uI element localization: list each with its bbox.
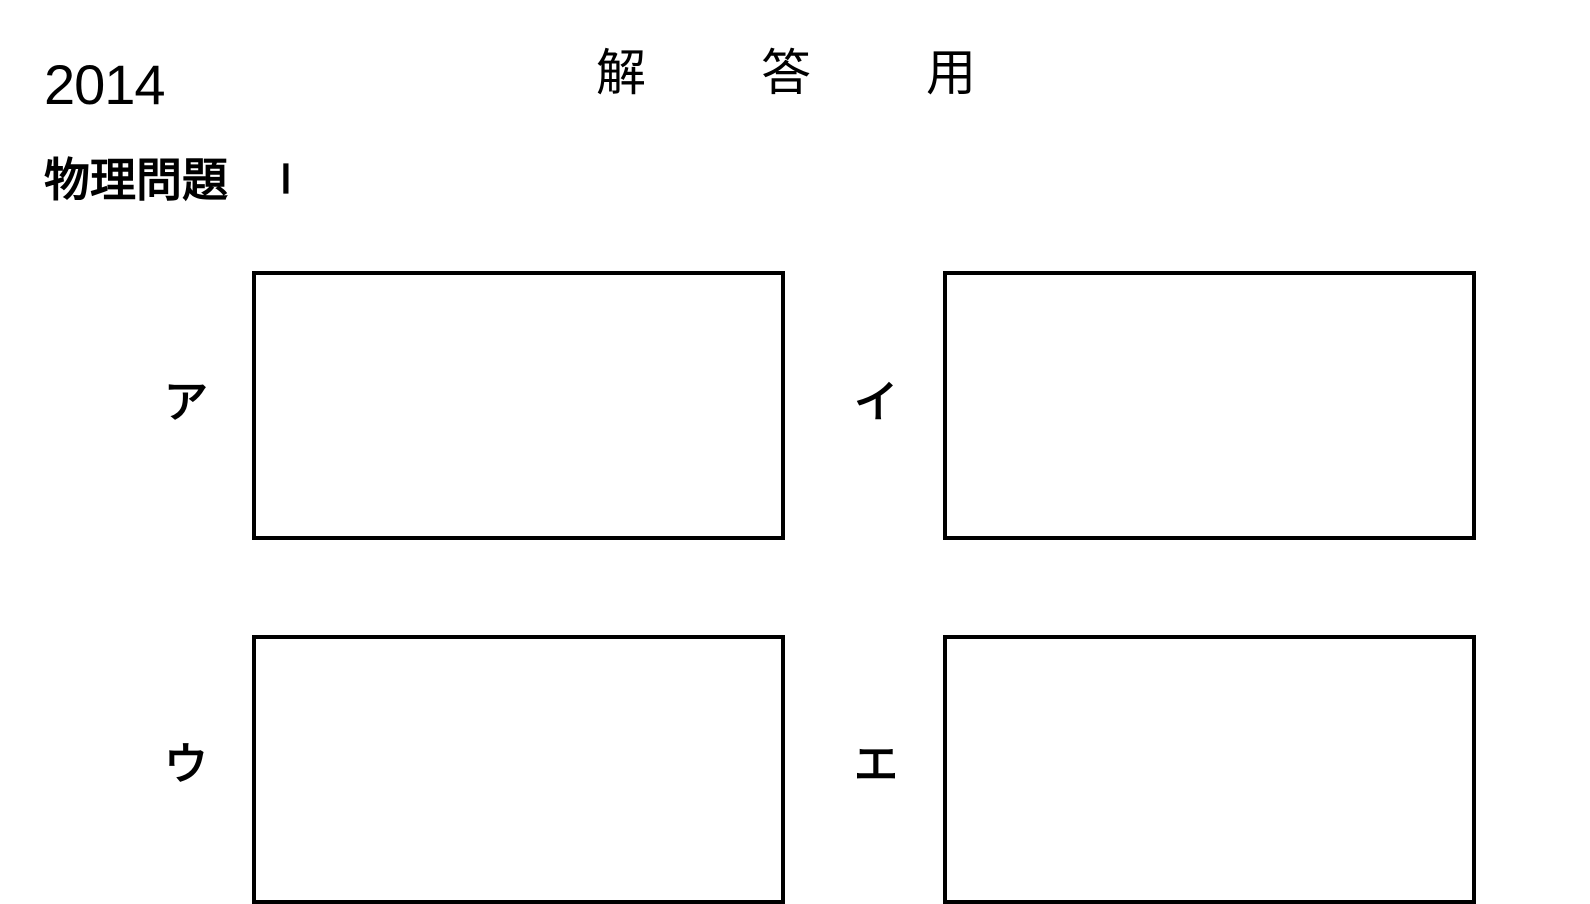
exam-year: 2014: [44, 53, 166, 116]
subject-name: 物理問題: [44, 153, 228, 207]
answer-box-u[interactable]: [252, 635, 785, 904]
answer-label-u: ウ: [164, 739, 208, 790]
section-heading: 物理問題 Ⅰ: [44, 150, 292, 210]
page-title: 解 答 用: [596, 40, 976, 106]
answer-box-e[interactable]: [943, 635, 1476, 904]
answer-box-i[interactable]: [943, 271, 1476, 540]
title-char-1: 解: [596, 44, 646, 102]
answer-label-e: エ: [854, 739, 898, 790]
problem-number: Ⅰ: [280, 158, 292, 202]
answer-box-a[interactable]: [252, 271, 785, 540]
title-char-3: 用: [926, 44, 976, 102]
answer-label-a: ア: [164, 377, 208, 428]
title-char-2: 答: [761, 44, 811, 102]
answer-label-i: イ: [854, 377, 898, 428]
